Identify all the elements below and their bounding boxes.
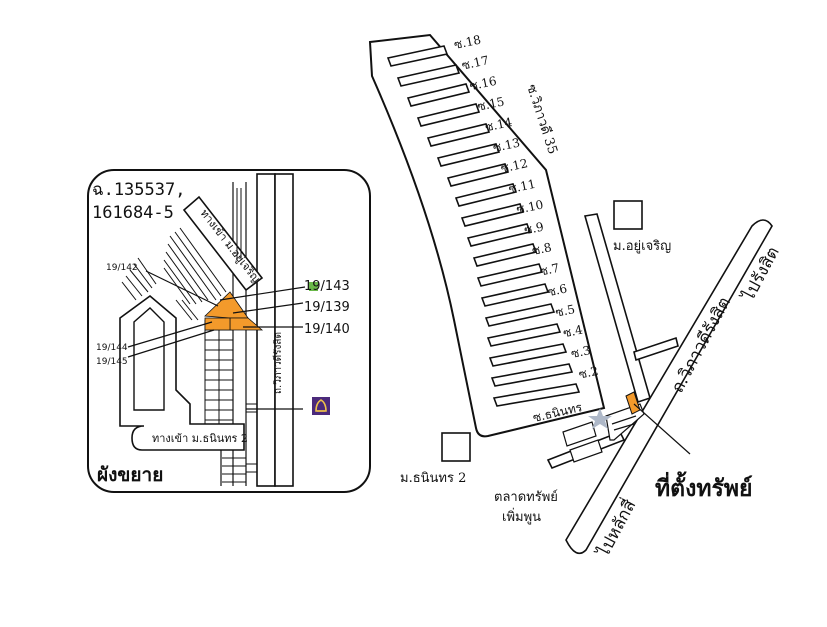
soi-labels: ซ.18ซ.17 ซ.16ซ.15 ซ.14 ซ.13ซ.12 ซ.11ซ.10 ซ.9 ซ… (453, 33, 600, 382)
soi-label: ซ.8 (531, 240, 553, 258)
inset-caption: ผังขยาย (97, 464, 163, 486)
soi-label: ซ.6 (546, 281, 568, 299)
soi-label: ซ.4 (562, 322, 584, 340)
soi-label: ซ.13 (492, 136, 522, 155)
parcel-label-19-143: 19/143 (304, 279, 350, 294)
inset-entrance-bottom-label: ทางเข้า ม.ธนินทร 2 (152, 432, 248, 445)
deed-number-2: 161684-5 (92, 203, 174, 223)
soi-vibhavadi-35-label: ซ.วิภาวดี 35 (523, 82, 561, 156)
soi-label: ซ.5 (554, 302, 576, 320)
soi-label: ซ.10 (515, 197, 545, 216)
green-marker (309, 282, 318, 291)
soi-label: ซ.9 (523, 220, 545, 238)
side-road (633, 336, 679, 362)
scb-bank-icon (312, 397, 330, 415)
main-road (565, 219, 773, 555)
market-label-line2: เพิ่มพูน (502, 508, 541, 525)
market-label-line1: ตลาดทรัพย์ (494, 489, 558, 505)
soi-label: ซ.14 (484, 115, 514, 134)
soi-label: ซ.3 (570, 343, 592, 361)
soi-label: ซ.18 (453, 33, 483, 52)
soi-label: ซ.16 (468, 74, 498, 93)
soi-label: ซ.12 (500, 156, 530, 175)
parcel-19-140-highlight (204, 317, 231, 331)
soi-label: ซ.17 (461, 53, 491, 72)
parcel-label-19-142: 19/142 (106, 263, 138, 273)
village-bottom-label: ม.ธนินทร 2 (400, 471, 466, 486)
parcel-label-19-140: 19/140 (304, 322, 350, 337)
inset-panel: ฉ.135537, 161684-5 ทางเข้า ม.อยู่เจริญ 1… (87, 169, 371, 493)
landmark-star-icon (588, 408, 612, 429)
parcel-label-19-144: 19/144 (96, 343, 128, 353)
village-top-marker (613, 200, 643, 230)
soi-label: ซ.2 (578, 364, 600, 382)
soi-lots (386, 45, 581, 407)
soi-label: ซ.15 (476, 94, 506, 113)
inset-main-road-right (274, 173, 294, 487)
soi-label: ซ.11 (507, 177, 537, 196)
deed-number-1: ฉ.135537, (92, 180, 185, 200)
main-map: ซ.18ซ.17 ซ.16ซ.15 ซ.14 ซ.13ซ.12 ซ.11ซ.10 ซ.9 ซ… (368, 33, 784, 562)
inset-entrance-road-top (182, 195, 264, 292)
property-label: ที่ตั้งทรัพย์ (655, 471, 752, 502)
soi-label: ซ.7 (539, 261, 561, 279)
village-top-label: ม.อยู่เจริญ (613, 239, 671, 254)
parcel-label-19-139: 19/139 (304, 300, 350, 315)
village-bottom-marker (441, 432, 471, 462)
inset-main-road-label: ถ.วิภาวดีรังสิต (272, 332, 284, 394)
parcel-label-19-145: 19/145 (96, 357, 128, 367)
